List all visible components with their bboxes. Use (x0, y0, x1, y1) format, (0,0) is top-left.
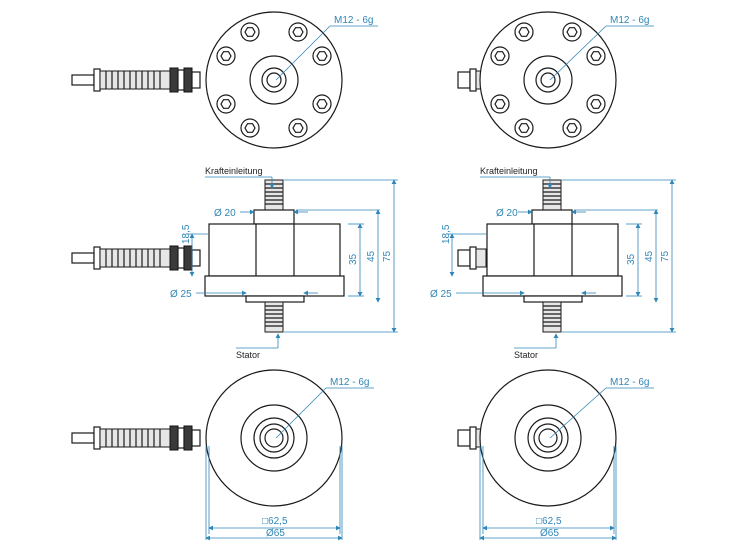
dimension-35: 35 (626, 253, 637, 265)
thread-label: M12 - 6g (334, 15, 373, 26)
dimension-18-5: 18,5 (181, 224, 192, 244)
dimension-45: 45 (366, 250, 377, 262)
dimension-square-62-5: □62,5 (262, 516, 288, 527)
dimension-75: 75 (382, 250, 393, 262)
dimension-dia-65: Ø65 (266, 528, 285, 539)
bottom-view-left: M12 - 6g □62,5 Ø65 (71, 369, 374, 541)
top-view-left: M12 - 6g (71, 11, 378, 149)
dimension-dia-65: Ø65 (540, 528, 559, 539)
dimension-dia-25: Ø 25 (170, 289, 192, 300)
thread-label: M12 - 6g (610, 377, 649, 388)
side-view-right: Krafteinleitung Stator Ø 20 Ø 25 18,5 35… (430, 166, 676, 360)
dimension-square-62-5: □62,5 (536, 516, 562, 527)
dimension-18-5: 18,5 (441, 224, 452, 244)
force-input-label: Krafteinleitung (205, 166, 263, 176)
side-view-left: Krafteinleitung Stator Ø 20 Ø 25 18,5 35… (71, 166, 398, 360)
stator-label: Stator (514, 350, 538, 360)
dimension-dia-20: Ø 20 (214, 208, 236, 219)
thread-label: M12 - 6g (610, 15, 649, 26)
dimension-dia-20: Ø 20 (496, 208, 518, 219)
dimension-75: 75 (660, 250, 671, 262)
dimension-45: 45 (644, 250, 655, 262)
bottom-view-right: M12 - 6g □62,5 Ø65 (457, 369, 654, 541)
thread-label: M12 - 6g (330, 377, 369, 388)
dimension-35: 35 (348, 253, 359, 265)
dimension-dia-25: Ø 25 (430, 289, 452, 300)
stator-label: Stator (236, 350, 260, 360)
top-view-right: M12 - 6g (457, 11, 654, 149)
force-input-label: Krafteinleitung (480, 166, 538, 176)
